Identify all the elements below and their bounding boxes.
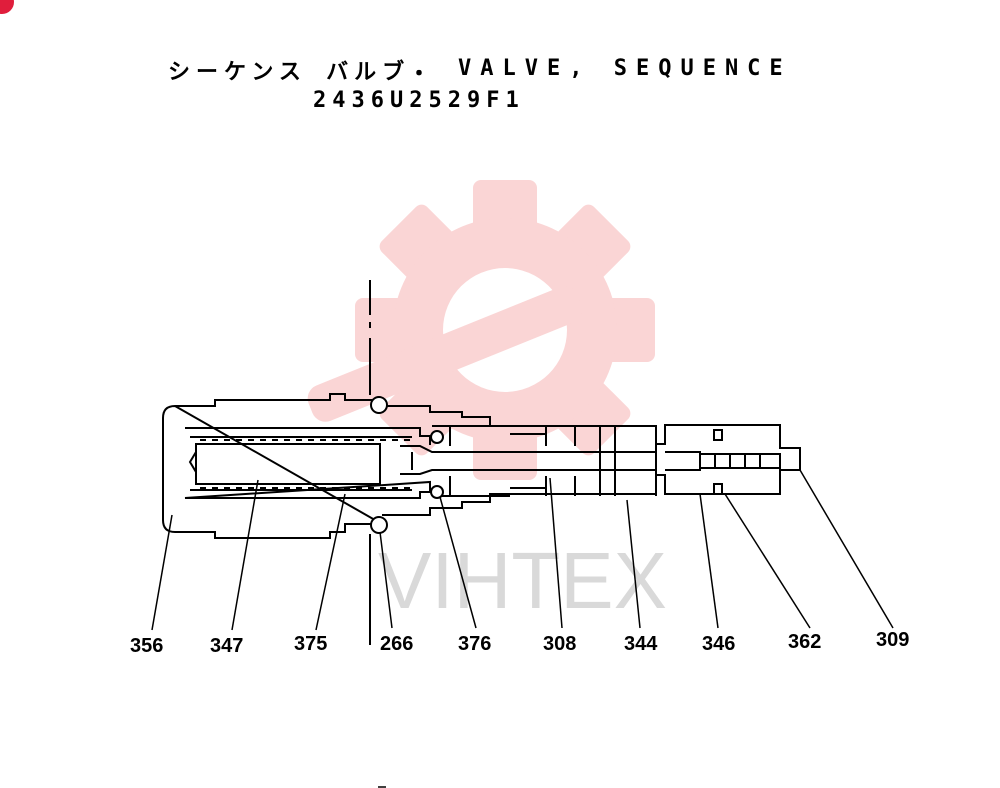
valve-body-outline <box>162 393 801 539</box>
callout-labels: 356 347 375 266 376 308 344 346 362 309 <box>130 629 909 657</box>
callout-347: 347 <box>210 635 243 657</box>
callout-356: 356 <box>130 635 163 657</box>
o-ring-icons <box>370 396 444 534</box>
callout-376: 376 <box>458 633 491 655</box>
callout-309: 309 <box>876 629 909 651</box>
callout-266: 266 <box>380 633 413 655</box>
part-number: 2436U2529F1 <box>313 88 525 113</box>
watermark-gear-icon <box>307 180 655 480</box>
callout-362: 362 <box>788 631 821 653</box>
callout-344: 344 <box>624 633 658 655</box>
callout-308: 308 <box>543 633 576 655</box>
watermark-text: VIHTEX <box>378 536 667 625</box>
title-separator: ・ <box>408 62 431 87</box>
callout-375: 375 <box>294 633 327 655</box>
leader-lines <box>151 469 894 631</box>
callout-346: 346 <box>702 633 735 655</box>
title-japanese: シーケンス バルブ <box>168 60 411 85</box>
title-english: VALVE, SEQUENCE <box>458 56 792 81</box>
